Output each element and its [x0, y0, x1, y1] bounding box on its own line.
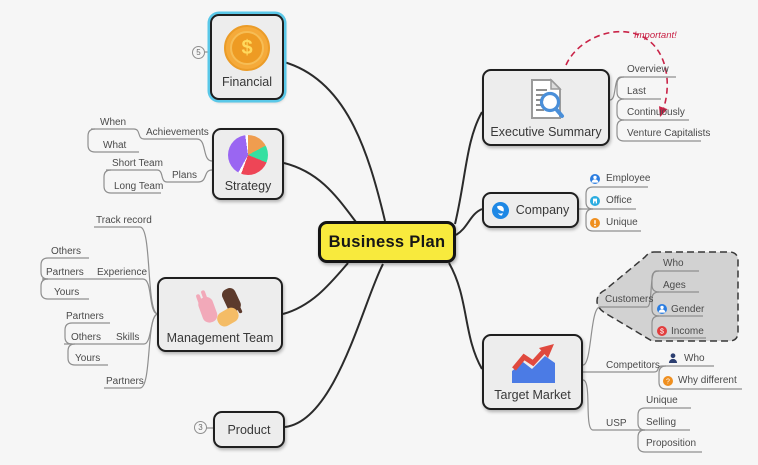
financial-collapse-badge[interactable]: 5 [192, 46, 205, 59]
company-label: Company [515, 203, 570, 217]
topic-employee[interactable]: Employee [606, 173, 651, 184]
node-target-market[interactable]: Target Market [482, 334, 583, 410]
growth-chart-icon [511, 344, 555, 383]
topic-customers[interactable]: Customers [605, 294, 654, 305]
node-management-team[interactable]: Management Team [157, 277, 283, 352]
topic-unique[interactable]: Unique [606, 217, 638, 228]
important-callout-label[interactable]: Important! [634, 30, 677, 41]
management-team-label: Management Team [166, 330, 274, 345]
topic-why-different[interactable]: Why different [678, 375, 737, 386]
document-search-icon [531, 77, 564, 119]
topic-gender[interactable]: Gender [671, 304, 705, 315]
svg-text:$: $ [660, 329, 664, 336]
globe-icon [491, 201, 509, 219]
topic-track-record[interactable]: Track record [96, 215, 152, 226]
topic-achievements[interactable]: Achievements [146, 127, 209, 138]
topic-usp-selling[interactable]: Selling [646, 417, 677, 428]
topic-usp-unique[interactable]: Unique [646, 395, 678, 406]
topic-customers-who[interactable]: Who [663, 258, 684, 269]
topic-what[interactable]: What [103, 140, 127, 151]
central-topic-business-plan[interactable]: Business Plan [318, 221, 456, 263]
strategy-label: Strategy [224, 179, 272, 193]
dollar-badge-icon: $ [657, 326, 667, 336]
topic-income[interactable]: Income [671, 326, 704, 337]
topic-competitors-who[interactable]: Who [684, 353, 705, 364]
topic-skills-yours[interactable]: Yours [75, 353, 101, 364]
important-relationship-arrow[interactable] [565, 30, 669, 117]
node-product[interactable]: Product [213, 411, 285, 448]
topic-when[interactable]: When [100, 117, 127, 128]
target-market-label: Target Market [494, 388, 571, 402]
topic-short-team[interactable]: Short Team [112, 158, 163, 169]
topic-partners[interactable]: Partners [106, 376, 144, 387]
product-collapse-badge[interactable]: 3 [194, 421, 207, 434]
node-financial[interactable]: $ Financial [210, 14, 284, 100]
node-executive-summary[interactable]: Executive Summary [482, 69, 610, 146]
person-badge-icon [590, 174, 600, 184]
topic-last[interactable]: Last [627, 86, 646, 97]
topic-skills-partners[interactable]: Partners [66, 311, 104, 322]
topic-experience-yours[interactable]: Yours [54, 287, 80, 298]
topic-competitors[interactable]: Competitors [606, 360, 660, 371]
central-topic-label: Business Plan [328, 232, 446, 251]
topic-experience-others[interactable]: Others [51, 246, 82, 257]
person-badge-icon [657, 304, 667, 314]
topic-long-team[interactable]: Long Team [114, 181, 164, 192]
topic-usp[interactable]: USP [606, 418, 627, 429]
topic-ages[interactable]: Ages [663, 280, 686, 291]
office-badge-icon [590, 196, 600, 206]
svg-text:?: ? [666, 379, 670, 386]
alert-badge-icon [590, 218, 600, 228]
dollar-coin-icon: $ [224, 25, 270, 71]
topic-office[interactable]: Office [606, 195, 632, 206]
topic-skills[interactable]: Skills [116, 332, 140, 343]
topic-skills-others[interactable]: Others [71, 332, 102, 343]
node-company[interactable]: Company [482, 192, 579, 228]
executive-summary-label: Executive Summary [490, 124, 602, 139]
topic-overview[interactable]: Overview [627, 64, 669, 75]
team-hands-icon [196, 287, 243, 326]
topic-plans[interactable]: Plans [172, 170, 198, 181]
product-label: Product [227, 422, 271, 437]
topic-venture-capitalists[interactable]: Venture Capitalists [627, 128, 711, 139]
topic-continuously[interactable]: Continuously [627, 107, 685, 118]
question-badge-icon: ? [663, 376, 673, 386]
topic-usp-proposition[interactable]: Proposition [646, 438, 697, 449]
node-strategy[interactable]: Strategy [212, 128, 284, 200]
person-icon [668, 353, 678, 363]
pie-chart-icon [228, 135, 268, 175]
topic-experience-partners[interactable]: Partners [46, 267, 84, 278]
topic-experience[interactable]: Experience [97, 267, 148, 278]
financial-label: Financial [221, 75, 273, 89]
